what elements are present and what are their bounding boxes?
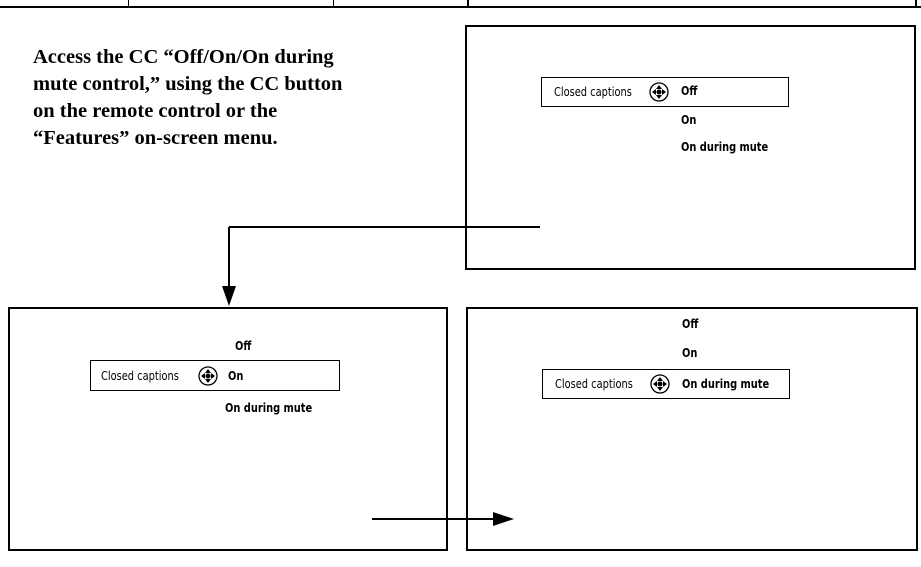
closed-captions-box[interactable]: Closed captions Off	[541, 77, 789, 107]
instruction-line: Access the CC “Off/On/On during	[33, 46, 334, 68]
option-on: On	[228, 369, 244, 383]
option-on: On	[682, 346, 698, 360]
option-on-during-mute: On during mute	[225, 401, 313, 415]
table-divider	[467, 0, 469, 8]
instruction-text: Access the CC “Off/On/On during mute con…	[33, 44, 433, 152]
tv-screen-on-during-mute: Off On Closed captions On during mute	[466, 307, 918, 551]
four-way-navigation-icon	[198, 366, 218, 386]
table-divider	[915, 0, 917, 8]
option-off: Off	[682, 317, 699, 331]
table-divider	[128, 0, 129, 7]
closed-captions-label: Closed captions	[554, 85, 632, 99]
four-way-navigation-icon	[650, 374, 670, 394]
tv-screen-on: Off Closed captions On On during mute	[8, 307, 448, 551]
option-on-during-mute: On during mute	[681, 140, 769, 154]
table-divider	[333, 0, 334, 7]
closed-captions-box[interactable]: Closed captions On during mute	[542, 369, 790, 399]
instruction-line: mute control,” using the CC button	[33, 73, 343, 95]
option-off: Off	[681, 84, 698, 98]
closed-captions-box[interactable]: Closed captions On	[90, 360, 340, 391]
instruction-line: “Features” on-screen menu.	[33, 127, 278, 149]
tv-screen-off: Closed captions Off On On during mute	[465, 25, 916, 270]
option-on: On	[681, 113, 697, 127]
option-on-during-mute: On during mute	[682, 377, 770, 391]
closed-captions-label: Closed captions	[555, 377, 633, 391]
closed-captions-label: Closed captions	[101, 369, 179, 383]
table-border-bottom	[0, 6, 921, 8]
option-off: Off	[235, 339, 252, 353]
four-way-navigation-icon	[649, 82, 669, 102]
instruction-line: on the remote control or the	[33, 100, 278, 122]
